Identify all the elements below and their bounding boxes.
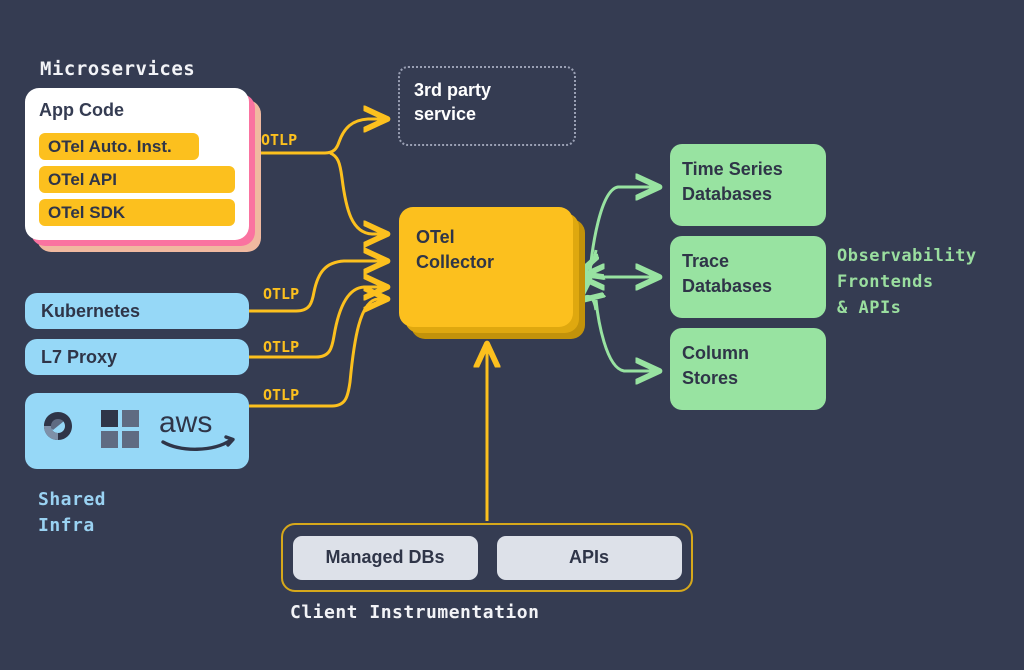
otel-api-bar[interactable]: OTel API <box>39 166 235 193</box>
trace-databases-box[interactable]: Trace Databases <box>670 236 826 318</box>
aws-logo: aws <box>157 405 241 458</box>
client-instrumentation-container: Managed DBs APIs <box>281 523 693 592</box>
wire-cloud-collector <box>249 299 386 408</box>
otel-auto-instrumentation-bar[interactable]: OTel Auto. Inst. <box>39 133 199 160</box>
kubernetes-box[interactable]: Kubernetes <box>25 293 249 329</box>
observability-frontends-label: Observability Frontends & APIs <box>837 246 977 318</box>
cloud-providers-box[interactable]: aws <box>25 393 249 469</box>
otel-collector-stack: OTel Collector <box>399 207 585 339</box>
otel-sdk-bar[interactable]: OTel SDK <box>39 199 235 226</box>
client-instrumentation-label: Client Instrumentation <box>290 602 540 623</box>
column-stores-box[interactable]: Column Stores <box>670 328 826 410</box>
google-cloud-logo <box>33 407 83 456</box>
managed-dbs-pill[interactable]: Managed DBs <box>292 535 478 580</box>
microservices-section-title: Microservices <box>40 58 196 80</box>
wire-collector-timeseries <box>580 187 658 273</box>
otlp-label-kubernetes: OTLP <box>263 285 300 303</box>
apis-pill[interactable]: APIs <box>496 535 682 580</box>
otel-collector-label: OTel Collector <box>416 227 495 272</box>
wire-kubernetes-collector <box>249 261 386 313</box>
third-party-service-box[interactable]: 3rd party service <box>398 66 576 146</box>
time-series-databases-box[interactable]: Time Series Databases <box>670 144 826 226</box>
wire-appcode-thirdparty <box>249 119 386 155</box>
otel-collector-box[interactable]: OTel Collector <box>399 207 573 327</box>
wire-appcode-collector <box>329 151 386 234</box>
l7-proxy-box[interactable]: L7 Proxy <box>25 339 249 375</box>
svg-text:aws: aws <box>159 406 212 439</box>
otlp-label-appcode: OTLP <box>261 131 298 149</box>
otlp-label-l7proxy: OTLP <box>263 338 300 356</box>
app-code-card[interactable]: App Code OTel Auto. Inst. OTel API OTel … <box>25 88 249 240</box>
otlp-label-cloud: OTLP <box>263 386 300 404</box>
wire-l7proxy-collector <box>249 287 386 359</box>
microsoft-azure-logo <box>99 408 141 455</box>
app-code-card-stack: App Code OTel Auto. Inst. OTel API OTel … <box>25 88 261 252</box>
wire-collector-column <box>580 296 658 371</box>
app-code-title: App Code <box>39 100 124 120</box>
shared-infra-label: Shared Infra <box>38 489 107 536</box>
